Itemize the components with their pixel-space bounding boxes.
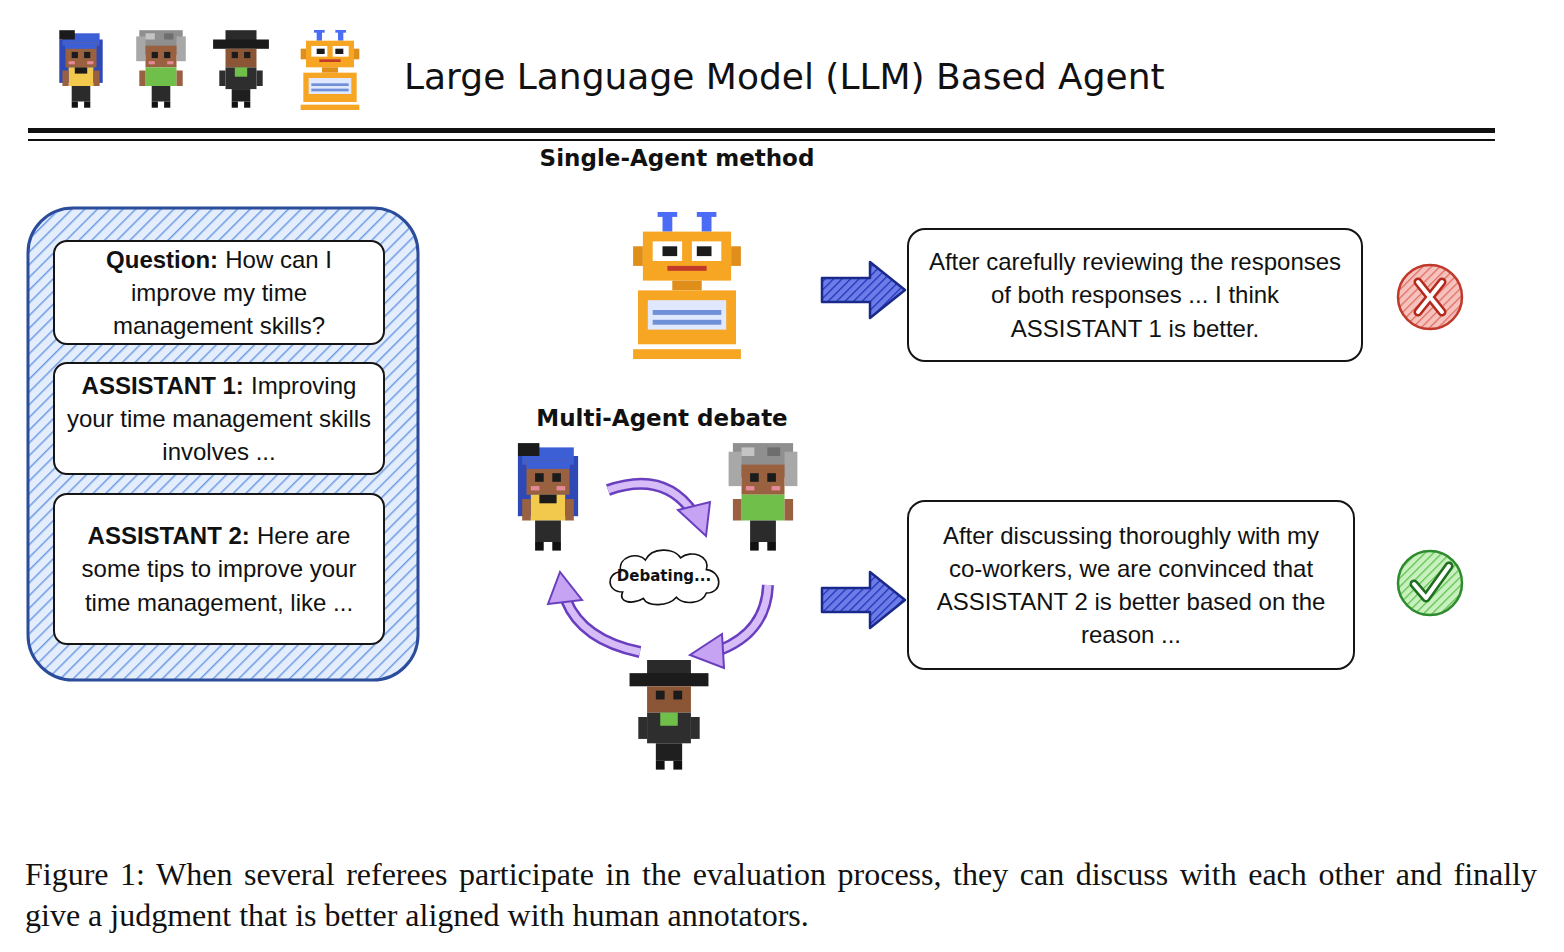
box-text: Debating... [617,567,711,585]
figure-caption: Figure 1: When several referees particip… [25,854,1537,936]
section-label: Single-Agent method [540,145,815,171]
elder-figure [729,443,798,550]
block-arrow [822,572,905,628]
girl-figure [518,443,578,550]
diagram-title: Large Language Model (LLM) Based Agent [404,56,1165,97]
section-label: Multi-Agent debate [536,405,787,431]
rule-line [28,139,1495,141]
verdict-box: After discussing thoroughly with my co-w… [907,500,1355,670]
box-text: After discussing thoroughly with my co-w… [937,522,1326,648]
cloud-outline [610,550,719,605]
debate-arrow [608,484,710,536]
elder-figure [136,30,186,108]
verdict-box: After carefully reviewing the responses … [907,228,1363,362]
right-mark [1414,566,1449,598]
text-block: ASSISTANT 2:Here are some tips to improv… [65,519,373,618]
box-text: After carefully reviewing the responses … [929,248,1341,341]
wrong-mark [1418,282,1442,312]
box-heading: Question: [106,246,218,273]
box-heading: ASSISTANT 1: [82,372,244,399]
box-heading: ASSISTANT 2: [88,522,250,549]
robot-figure [633,212,741,359]
text-block: Question:How can I improve my time manag… [65,243,373,342]
text-block: After discussing thoroughly with my co-w… [923,519,1339,651]
hat-figure [213,30,269,108]
text-block: After carefully reviewing the responses … [923,245,1347,344]
answer-box: ASSISTANT 1:Improving your time manageme… [53,362,385,475]
input-panel [28,208,418,680]
text-block: Debating... [617,567,711,585]
wrong-mark [1398,265,1462,329]
robot-figure [301,30,360,110]
hat-figure [630,660,709,770]
wrong-mark [1418,282,1442,312]
text-block: ASSISTANT 1:Improving your time manageme… [65,369,373,468]
answer-box: ASSISTANT 2:Here are some tips to improv… [53,493,385,645]
girl-figure [59,30,102,108]
thought-cloud: Debating... [602,544,726,608]
right-mark [1398,551,1462,615]
block-arrow [822,262,905,318]
rule-line [28,128,1495,133]
right-mark [1414,566,1449,598]
question-box: Question:How can I improve my time manag… [53,240,385,345]
